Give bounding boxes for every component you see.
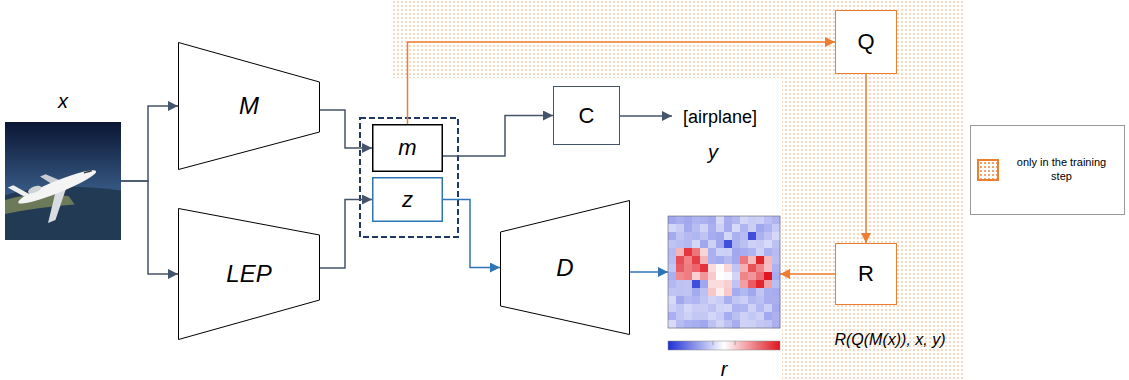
photo-coast [5,194,75,214]
box-outline [373,125,443,172]
node-label: z [402,187,413,213]
node-shape [178,208,320,340]
encoder-trapezoid [179,209,320,340]
photo-sea [5,187,121,240]
node-shape [5,122,121,240]
process-box: C [553,86,620,145]
legend-box: only in the training step [970,125,1125,215]
connector-arrow [780,273,835,275]
node-label: Q [857,29,874,55]
relevance-map: r [668,216,780,328]
node-shape [668,216,780,328]
legend-text: only in the training step [999,156,1118,184]
node-shape [178,42,320,170]
output-label: y [708,141,718,164]
connector-arrow [408,42,836,124]
process-box: R [835,243,897,305]
output-label: [airplane] [683,107,757,128]
node-shape [835,243,897,305]
node-label: M [239,92,259,120]
box-outline [836,244,897,305]
connector-arrow [320,110,372,148]
connector-arrow [121,181,178,274]
process-box: m [372,124,443,172]
encoder-trapezoid [179,43,320,170]
photo-sky [5,122,121,240]
node-label: LEP [226,260,271,288]
network-block: M [178,42,320,170]
network-block: D [500,200,630,335]
connector-arrow [320,200,372,269]
connector-arrow [630,271,668,273]
box-outline [373,178,443,222]
node-label: R [858,261,874,287]
legend-row: only in the training step [977,156,1118,184]
output-arrow [620,115,672,117]
node-label: r [668,356,780,380]
airplane-figure [8,154,108,231]
box-outline [554,87,620,145]
node-label: m [398,135,416,161]
node-shape [372,124,443,172]
decoder-trapezoid [501,201,630,335]
connector-arrow [121,106,178,181]
node-shape [553,86,620,145]
colorbar [668,341,780,350]
connector-arrow [443,116,553,157]
colorbar-ticks [690,341,758,345]
node-shape [835,10,897,74]
connector-arrow [443,200,500,268]
training-region [393,0,965,380]
connector-arrow [865,74,867,243]
box-outline [836,11,897,74]
node-label: D [556,254,573,282]
input-image: x [5,122,121,240]
heatmap-cells [668,216,780,328]
node-shape [500,200,630,335]
process-box: z [372,177,443,222]
formula-label: R(Q(M(x)), x, y) [834,331,945,349]
process-box: Q [835,10,897,74]
node-shape [372,177,443,222]
node-label: C [579,103,595,129]
legend-swatch [977,159,999,181]
node-label: x [5,88,121,114]
network-block: LEP [178,208,320,340]
dashed-group-box [360,118,458,237]
